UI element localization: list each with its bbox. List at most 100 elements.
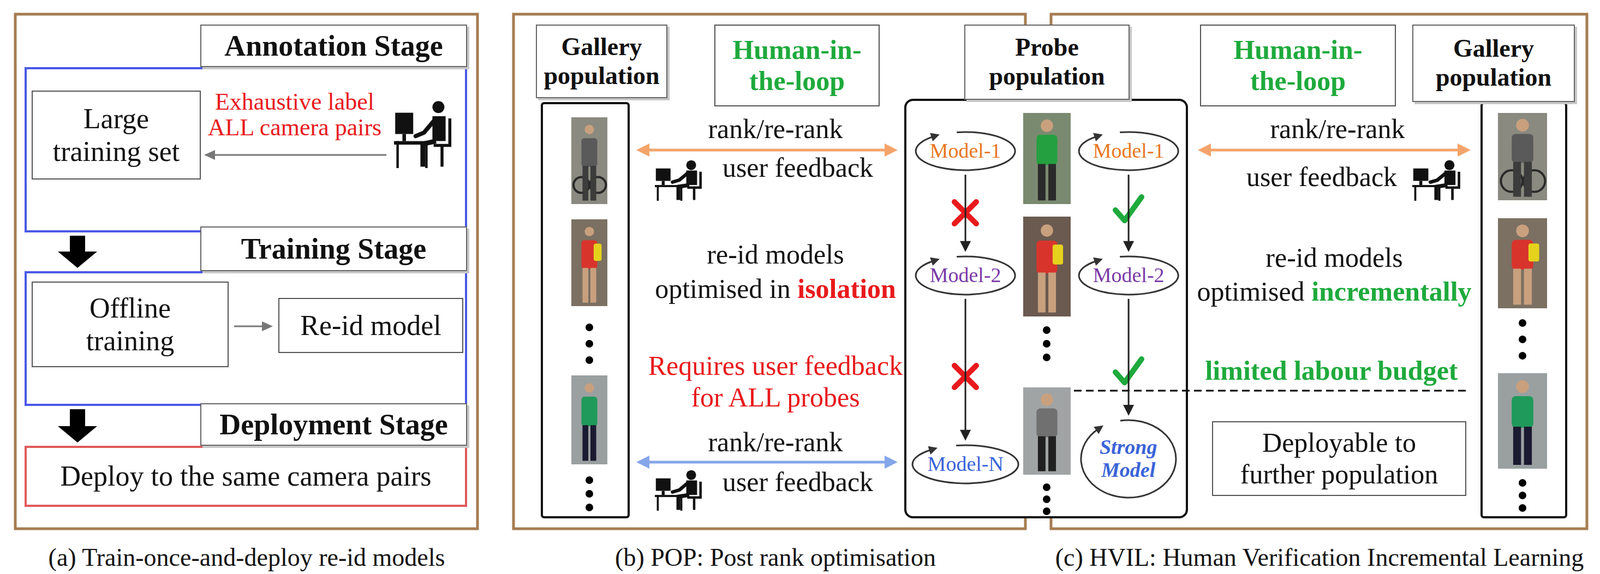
ellipsis-dot: [1042, 495, 1051, 504]
arrow-head: [959, 430, 971, 441]
text-wrap: Deploy to the same camera pairs: [26, 448, 465, 505]
model-arrow: [959, 174, 971, 253]
label-line: user feedback: [722, 152, 874, 184]
ellipsis-dot: [585, 323, 594, 332]
photo-bag: [1528, 243, 1540, 262]
loop-box: Human-in-the-loop: [1200, 24, 1396, 107]
monitor: [395, 112, 414, 135]
photo-leg: [1037, 164, 1046, 201]
connector-line: [964, 299, 967, 433]
connector-line: [1127, 299, 1130, 408]
connector-line: [234, 325, 265, 328]
ellipsis-dot: [585, 490, 594, 498]
stage-box: Training StageOffline trainingRe-id mode…: [24, 271, 468, 407]
ellipsis-dot: [1042, 339, 1051, 348]
label-line: (a) Train-once-and-deploy re-id models: [48, 543, 446, 573]
heading-text: Training Stage: [241, 231, 427, 266]
photo-leg: [1513, 268, 1521, 305]
ellipse-ground: [1078, 256, 1179, 295]
ellipsis-dot: [1518, 319, 1527, 327]
model-text: Model-2: [929, 264, 1002, 288]
arrow-head: [261, 321, 273, 332]
edge-label: rank/re-rank: [705, 115, 845, 143]
photo-leg: [1048, 164, 1056, 201]
photo-leg: [1048, 272, 1056, 313]
label-line: (c) HVIL: Human Verification Incremental…: [1055, 543, 1585, 573]
box-text: Offline training: [64, 291, 196, 358]
monitor-stand: [402, 134, 407, 142]
model-cycle: Model-1: [913, 129, 1018, 173]
ellipsis-dot: [1518, 335, 1527, 344]
budget-line: [1073, 390, 1470, 392]
loop-box: Human-in-the-loop: [714, 24, 880, 107]
photo-head: [584, 124, 594, 135]
photo-head: [1515, 380, 1529, 393]
stage-box: Deployment StageDeploy to the same camer…: [24, 445, 468, 507]
photo-ground: [571, 375, 608, 465]
panel-border: [15, 14, 478, 529]
model-arrow: [959, 299, 971, 441]
person-photo: [1023, 216, 1071, 317]
annotation-note: Exhaustive label ALL camera pairs: [200, 88, 390, 141]
person-photo: [571, 219, 608, 307]
heading-text: Deployment Stage: [219, 407, 448, 442]
photo-leg: [582, 267, 589, 303]
monitor-stand: [661, 491, 665, 496]
heading-tab: Gallery population: [535, 24, 668, 99]
edge-label: rank/re-rank: [1267, 115, 1407, 143]
model-cycle: Strong Model: [1078, 418, 1179, 500]
cycle-arc: [915, 256, 1016, 295]
photo-leg: [1513, 426, 1521, 465]
photo-ground: [1497, 373, 1548, 469]
label-line: user feedback: [1246, 161, 1397, 194]
annotation-text: optimised in: [654, 273, 791, 304]
cycle-arc: [912, 445, 1019, 484]
photo-leg: [1048, 436, 1056, 472]
model-arrow: [1123, 174, 1134, 253]
heading-tab: Probe population: [964, 24, 1130, 100]
ellipsis-dot: [585, 503, 594, 512]
edge-label: rank/re-rank: [705, 428, 845, 456]
model-arrow: [1123, 299, 1134, 416]
chair: [1445, 171, 1460, 201]
ellipse-ground: [1078, 132, 1179, 171]
box-text: Deployable to further population: [1235, 427, 1443, 491]
photo-torso: [1511, 396, 1534, 428]
arrow-head: [204, 150, 216, 160]
heading-text: Gallery population: [1418, 34, 1569, 93]
stage-arrow: [57, 235, 98, 268]
label-line: re-id models: [1265, 242, 1403, 274]
photo-ground: [571, 219, 608, 307]
annotation-text: isolation: [797, 273, 897, 304]
photo-leg: [590, 267, 597, 303]
arrow-head: [636, 143, 650, 157]
label-line: (b) POP: Post rank optimisation: [615, 543, 936, 573]
connector-line: [646, 148, 888, 152]
process-box: Offline training: [31, 281, 229, 368]
photo-head: [1040, 393, 1054, 407]
photo-head: [584, 383, 594, 393]
arrow-head: [884, 455, 898, 469]
heading-tab: Annotation Stage: [200, 24, 468, 68]
cycle-arc: [1078, 132, 1179, 171]
flow-arrow: [234, 321, 273, 332]
cycle-arc: [915, 132, 1016, 171]
arrow-head: [1197, 143, 1211, 157]
arrow-head: [959, 241, 971, 253]
ellipsis-dot: [1042, 353, 1051, 362]
photo-bag: [593, 243, 602, 262]
ellipsis-dot: [1042, 483, 1051, 492]
photo-torso: [581, 396, 597, 427]
connector-line: [646, 461, 888, 464]
photo-head: [584, 227, 594, 237]
panel-border: [513, 14, 1026, 529]
photo-leg: [1524, 162, 1532, 197]
model-cycle: Model-N: [910, 443, 1021, 486]
monitor: [1413, 168, 1429, 182]
arrow-head: [1093, 425, 1104, 435]
operator-arm: [1430, 172, 1447, 182]
photo-head: [1515, 224, 1529, 237]
feedback-arrow: [1197, 143, 1471, 157]
desk-leg: [657, 494, 660, 511]
stage-text: Deploy to the same camera pairs: [33, 461, 459, 492]
